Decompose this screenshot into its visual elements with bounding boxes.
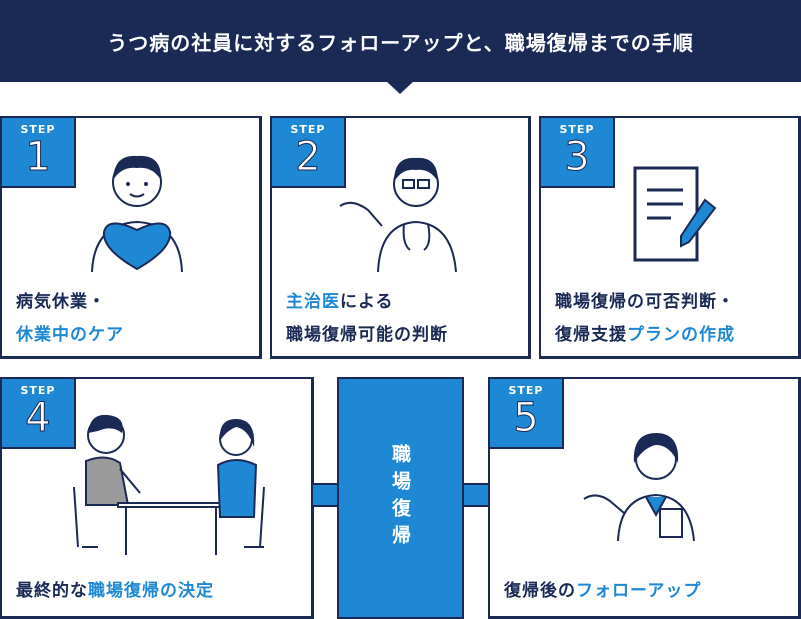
- caption-line: 復帰後の: [504, 581, 576, 601]
- caption-line: 病気休業・: [16, 292, 106, 312]
- meeting-illustration: [73, 414, 265, 555]
- step-label: STEP: [290, 123, 326, 136]
- caption-line: 復帰支援: [555, 325, 627, 345]
- step-label: STEP: [20, 384, 56, 397]
- step-label: STEP: [508, 384, 544, 397]
- caption-line: 最終的な: [16, 581, 88, 601]
- caption-highlight: 休業中のケア: [16, 325, 124, 345]
- step-number: 4: [25, 395, 51, 441]
- caption-line: 職場復帰の可否判断・: [555, 292, 735, 312]
- counselor-illustration: [583, 433, 695, 542]
- page-title: うつ病の社員に対するフォローアップと、職場復帰までの手順: [0, 0, 801, 82]
- step-label: STEP: [559, 123, 595, 136]
- return-to-work-label: 職場復帰: [337, 377, 464, 619]
- caption-highlight: 主治医: [286, 292, 340, 312]
- caption-highlight: プランの作成: [627, 325, 735, 345]
- caption-line: 職場復帰可能の判断: [286, 325, 448, 345]
- doctor-illustration: [339, 157, 457, 273]
- step-number: 3: [564, 134, 590, 180]
- step-label: STEP: [20, 123, 56, 136]
- step-5-caption: 復帰後のフォローアップ: [504, 575, 701, 608]
- caption-line: による: [340, 292, 394, 312]
- caption-highlight: フォローアップ: [576, 581, 702, 601]
- caption-highlight: 職場復帰の決定: [88, 581, 214, 601]
- step-number: 1: [25, 134, 51, 180]
- header-pointer: [386, 81, 414, 94]
- step-2-caption: 主治医による 職場復帰可能の判断: [286, 286, 448, 352]
- step-number: 2: [295, 134, 321, 180]
- step-number: 5: [513, 395, 539, 441]
- document-pen-icon: [633, 166, 717, 262]
- step-3-caption: 職場復帰の可否判断・ 復帰支援プランの作成: [555, 286, 735, 352]
- patient-heart-illustration: [91, 155, 183, 273]
- step-1-caption: 病気休業・ 休業中のケア: [16, 286, 124, 352]
- step-4-caption: 最終的な職場復帰の決定: [16, 575, 214, 608]
